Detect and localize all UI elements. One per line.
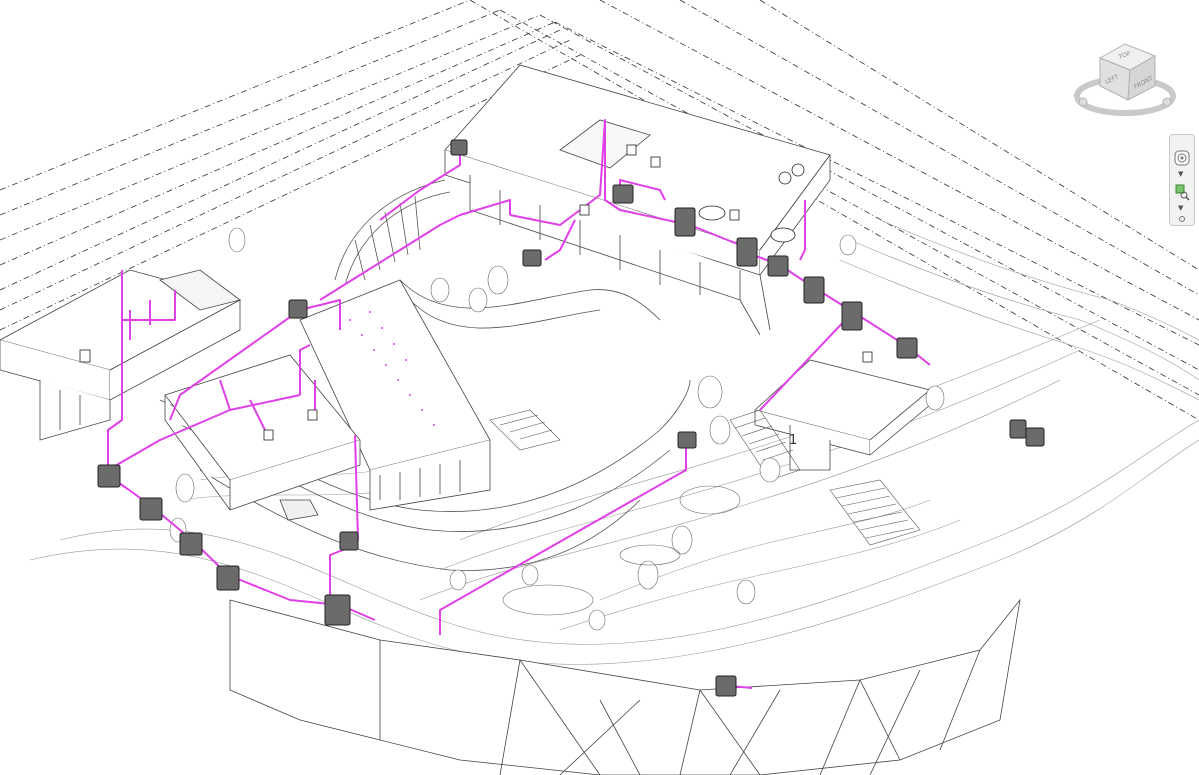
trees [169, 227, 945, 631]
compass-marker-icon [1162, 97, 1172, 107]
small-fixtures [79, 144, 873, 441]
viewcube[interactable]: TOP LEFT FRONT [1070, 38, 1180, 120]
zoom-region-icon[interactable] [1173, 183, 1191, 201]
stairs [489, 409, 921, 546]
navigation-bar[interactable]: ▼ ▼ [1169, 134, 1195, 226]
plumbing-fixtures [97, 139, 1045, 697]
retaining-wall [229, 598, 1021, 775]
viewcube-front-face[interactable] [1127, 55, 1156, 101]
upper-building [444, 64, 831, 336]
viewcube-top-label: TOP [1117, 50, 1132, 61]
landscape-features [502, 485, 741, 616]
chevron-down-icon[interactable]: ▼ [1178, 170, 1184, 178]
curved-pergola [334, 179, 451, 286]
chevron-down-icon[interactable]: ▼ [1178, 204, 1184, 212]
room-tag: 1 [789, 433, 797, 448]
site-boundary-lines [0, 0, 1199, 421]
steering-wheel-icon[interactable] [1173, 149, 1191, 167]
navbar-options-icon[interactable] [1178, 215, 1186, 223]
right-building [754, 359, 931, 471]
compass-marker-icon [1078, 97, 1088, 107]
left-building [0, 269, 242, 441]
roof-dots [349, 311, 435, 426]
lower-left-building [164, 354, 361, 521]
sloped-roof-building [299, 279, 491, 511]
